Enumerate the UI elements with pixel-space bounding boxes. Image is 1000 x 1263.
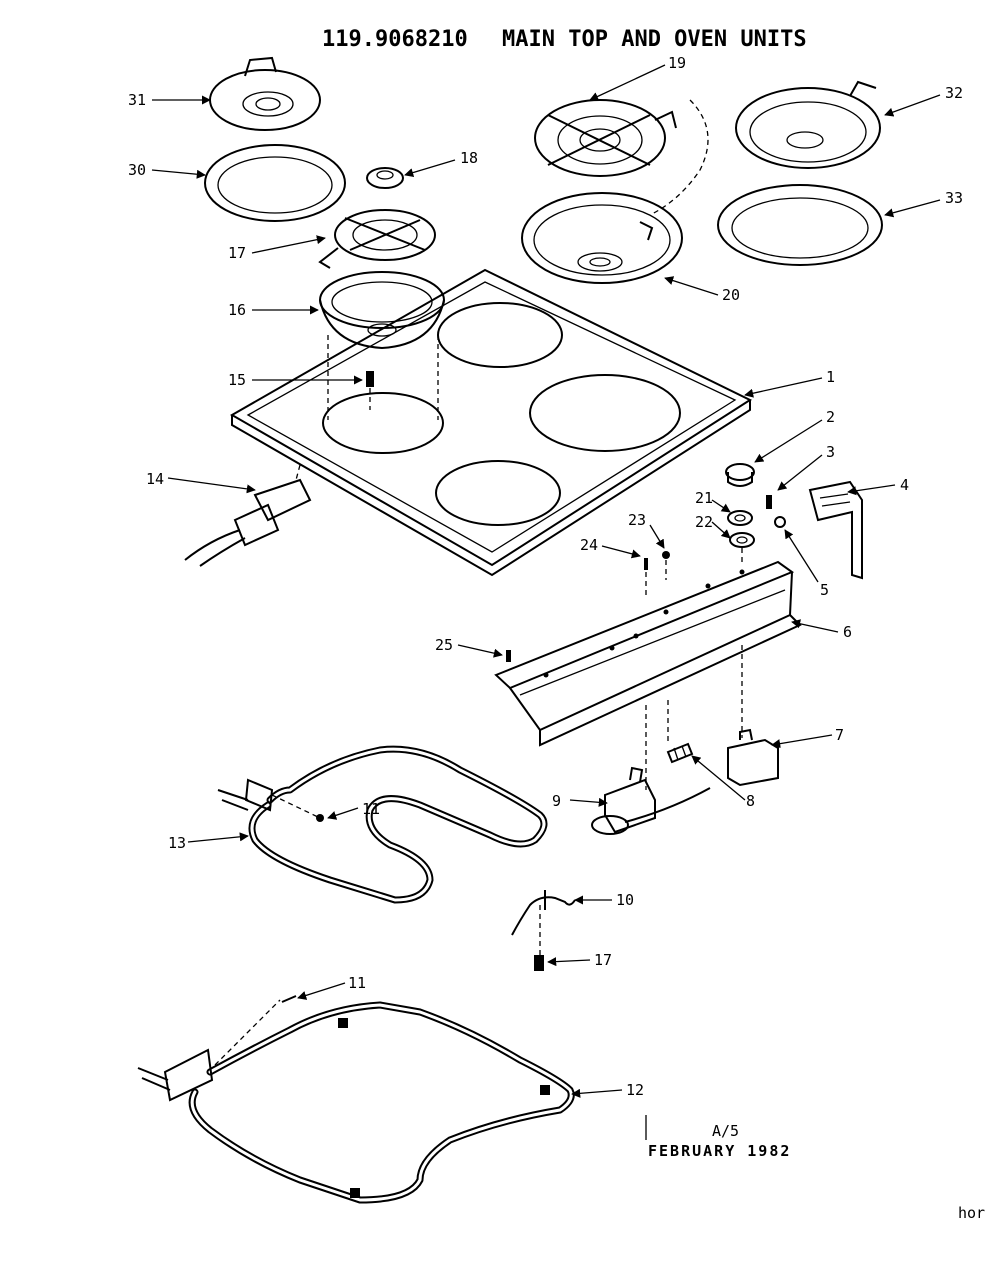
callout-11-upper: 11	[362, 800, 380, 818]
sensor-8	[666, 742, 694, 764]
bake-element-12	[137, 999, 575, 1204]
callout-6: 6	[843, 623, 852, 641]
leader-lines	[151, 64, 941, 1098]
callout-31: 31	[128, 91, 146, 109]
callout-9: 9	[552, 792, 561, 810]
callout-33: 33	[945, 189, 963, 207]
clip-10	[511, 890, 576, 955]
callout-17-lower: 17	[594, 951, 612, 969]
callout-24: 24	[580, 536, 598, 554]
drip-bowl-20	[521, 192, 683, 284]
callout-12: 12	[626, 1081, 644, 1099]
callout-labels: 31 30 18 17 16 15 14 19 20 32 33 1 2 3 4…	[128, 54, 963, 1099]
receptacle-18	[366, 167, 404, 189]
terminal-block-14	[184, 464, 312, 567]
callout-23: 23	[628, 511, 646, 529]
broil-element-13	[217, 745, 548, 904]
callout-8: 8	[746, 792, 755, 810]
callout-21: 21	[695, 489, 713, 507]
corner-mark: hor	[958, 1204, 985, 1222]
callout-22: 22	[695, 513, 713, 531]
screw-3	[766, 495, 772, 509]
callout-3: 3	[826, 443, 835, 461]
callout-17: 17	[228, 244, 246, 262]
callout-20: 20	[722, 286, 740, 304]
bracket-4	[808, 480, 863, 580]
callout-19: 19	[668, 54, 686, 72]
callout-10: 10	[616, 891, 634, 909]
trim-ring-33	[717, 184, 883, 266]
model-number: 119.9068210	[322, 27, 468, 52]
callout-7: 7	[835, 726, 844, 744]
screw-17-lower	[534, 955, 544, 971]
callout-1: 1	[826, 368, 835, 386]
callout-5: 5	[820, 581, 829, 599]
callout-4: 4	[900, 476, 909, 494]
footer-date: FEBRUARY 1982	[648, 1142, 791, 1160]
callout-11-lower: 11	[348, 974, 366, 992]
callout-2: 2	[826, 408, 835, 426]
thermostat-9	[591, 766, 711, 835]
main-top-1	[229, 268, 753, 577]
trim-ring-30	[204, 144, 346, 222]
drip-pan-31	[209, 56, 321, 131]
nut-5	[774, 516, 786, 528]
screw-11-upper	[316, 814, 324, 822]
callout-14: 14	[146, 470, 164, 488]
surface-element-19	[534, 99, 709, 216]
callout-18: 18	[460, 149, 478, 167]
callout-32: 32	[945, 84, 963, 102]
callout-13: 13	[168, 834, 186, 852]
terminal-7	[727, 728, 779, 787]
drip-bowl-16	[319, 271, 445, 350]
footer-code: A/5	[712, 1122, 739, 1140]
callout-15: 15	[228, 371, 246, 389]
screw-15	[366, 371, 374, 410]
callout-30: 30	[128, 161, 146, 179]
callout-25: 25	[435, 636, 453, 654]
screw-11-lower	[281, 995, 297, 1003]
callout-16: 16	[228, 301, 246, 319]
diagram-title: MAIN TOP AND OVEN UNITS	[502, 27, 807, 52]
surface-element-17	[318, 209, 436, 269]
infinite-switch-parts	[644, 463, 755, 595]
drip-pan-32	[735, 80, 881, 169]
control-bracket-6	[494, 560, 802, 790]
